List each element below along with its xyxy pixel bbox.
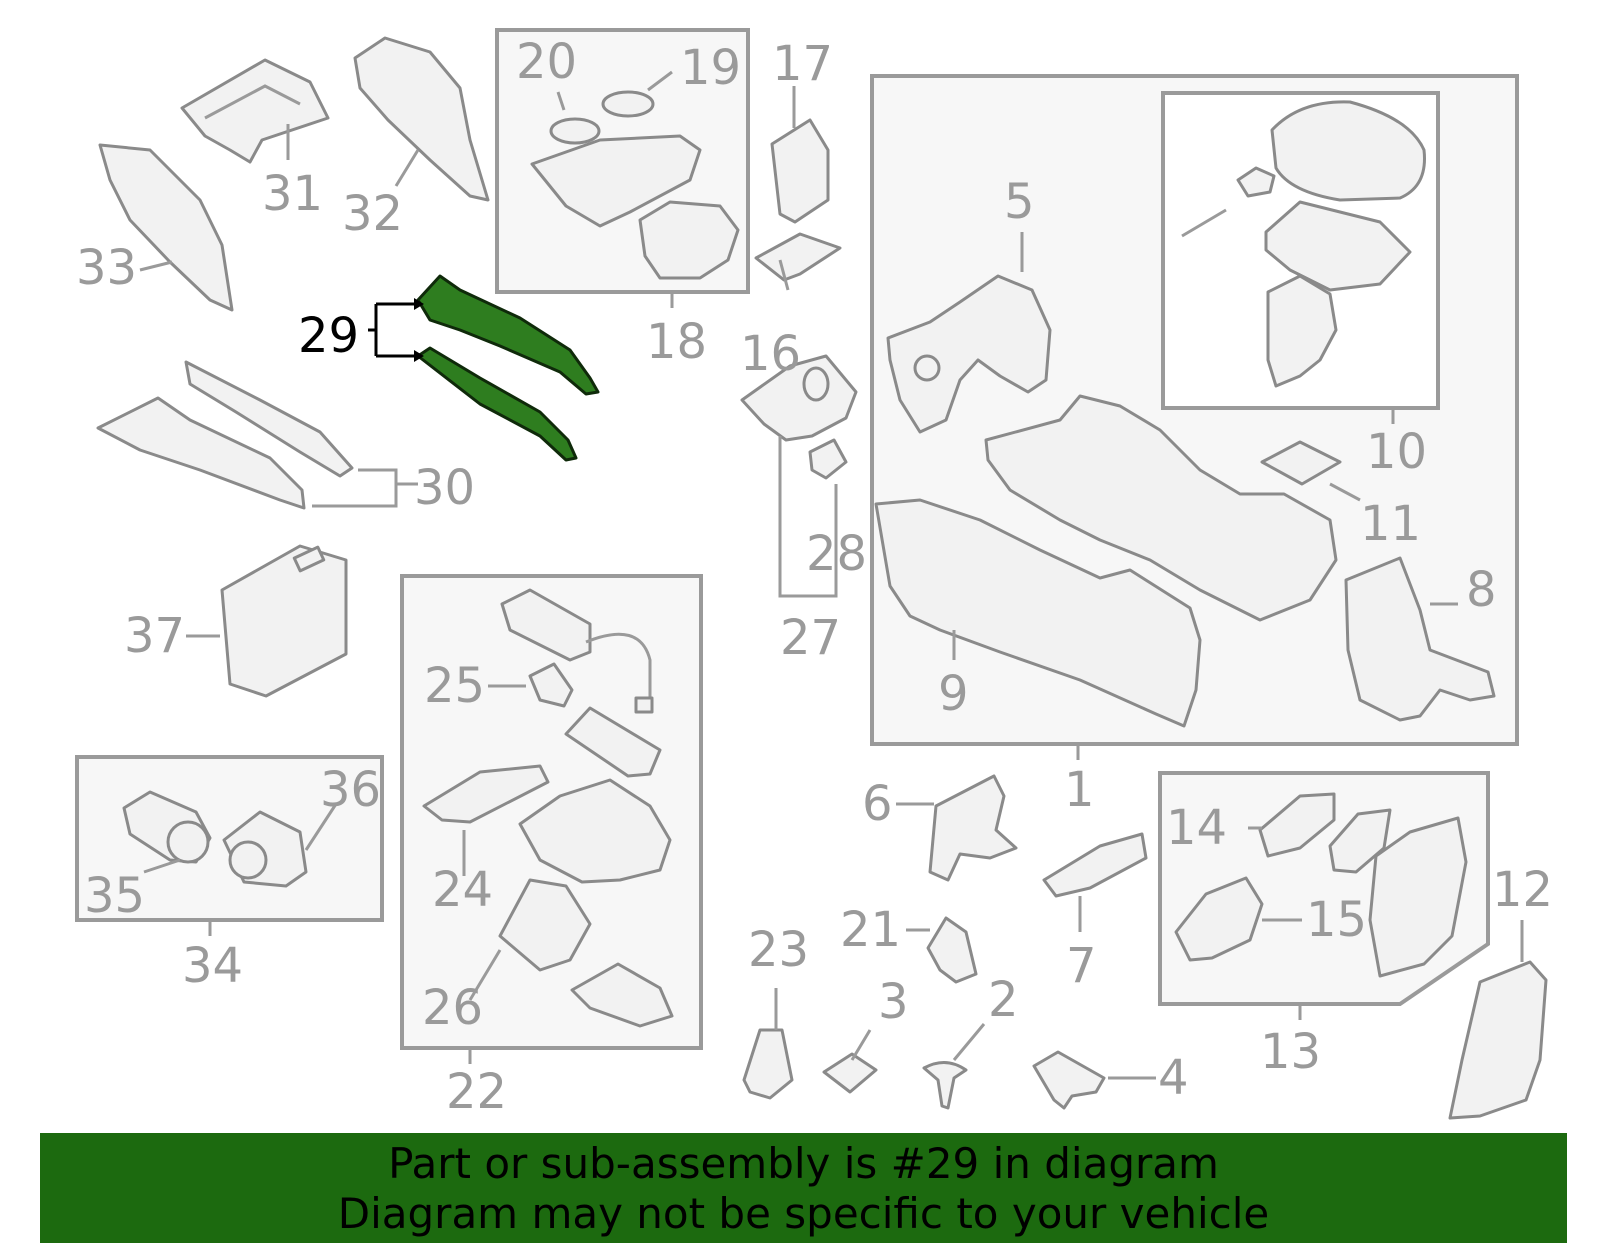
part-18-tray — [530, 134, 702, 228]
part-29-lower — [416, 346, 578, 462]
part-22-tray — [570, 962, 674, 1028]
callout-15: 15 — [1306, 892, 1367, 948]
banner-line-1: Part or sub-assembly is #29 in diagram — [388, 1139, 1219, 1188]
callout-25: 25 — [424, 658, 485, 714]
part-22-switch — [500, 588, 592, 662]
part-30a — [184, 360, 354, 478]
callout-4: 4 — [1158, 1050, 1189, 1106]
callout-19: 19 — [680, 40, 741, 96]
callout-17: 17 — [772, 36, 833, 92]
part-12 — [1448, 960, 1548, 1120]
part-17 — [770, 118, 830, 224]
callout-37: 37 — [124, 608, 185, 664]
part-25 — [528, 662, 574, 708]
part-32 — [353, 36, 490, 202]
leader-29 — [368, 302, 414, 358]
callout-32: 32 — [342, 186, 403, 242]
part-15 — [1174, 876, 1264, 962]
callout-11: 11 — [1360, 496, 1421, 552]
callout-10: 10 — [1366, 424, 1427, 480]
part-24 — [422, 764, 550, 824]
part-30b — [96, 396, 306, 510]
callout-13: 13 — [1260, 1024, 1321, 1080]
part-7 — [1042, 832, 1148, 898]
info-banner: Part or sub-assembly is #29 in diagram D… — [40, 1133, 1567, 1243]
callout-27: 27 — [780, 610, 841, 666]
callout-3: 3 — [878, 974, 909, 1030]
callout-28: 28 — [806, 526, 867, 582]
part-29-upper — [416, 274, 600, 396]
part-10-latch — [1236, 166, 1276, 198]
callout-14: 14 — [1166, 800, 1227, 856]
part-11 — [1260, 440, 1342, 486]
part-13-panel — [1368, 816, 1468, 978]
part-14 — [1258, 792, 1336, 858]
callout-8: 8 — [1466, 562, 1497, 618]
part-13-bezel — [1328, 808, 1392, 874]
callout-23: 23 — [748, 922, 809, 978]
part-21 — [926, 916, 978, 984]
part-31 — [180, 58, 330, 164]
callout-12: 12 — [1492, 862, 1553, 918]
banner-line-2: Diagram may not be specific to your vehi… — [337, 1189, 1270, 1238]
part-23 — [742, 1028, 794, 1100]
part-8 — [1344, 556, 1496, 722]
callout-1: 1 — [1064, 762, 1095, 818]
callout-26: 26 — [422, 980, 483, 1036]
part-6 — [928, 774, 1018, 882]
callout-29: 29 — [298, 308, 359, 364]
leader-lines — [139, 70, 1524, 1080]
callout-16: 16 — [740, 326, 801, 382]
part-20 — [549, 117, 601, 145]
part-10-base — [1264, 200, 1412, 292]
part-19 — [601, 90, 655, 118]
part-9 — [874, 498, 1202, 728]
callout-6: 6 — [862, 776, 893, 832]
callout-7: 7 — [1066, 938, 1097, 994]
callout-22: 22 — [446, 1064, 507, 1120]
part-10-lid — [1270, 100, 1426, 202]
callout-20: 20 — [516, 34, 577, 90]
callout-9: 9 — [938, 666, 969, 722]
callout-30: 30 — [414, 460, 475, 516]
callout-35: 35 — [84, 868, 145, 924]
part-22-bezel — [564, 706, 662, 778]
part-33 — [98, 143, 234, 312]
part-10-hinge — [1266, 274, 1338, 388]
part-1-frame — [984, 394, 1338, 622]
callout-2: 2 — [988, 972, 1019, 1028]
callout-36: 36 — [320, 762, 381, 818]
callout-33: 33 — [76, 240, 137, 296]
callout-18: 18 — [646, 314, 707, 370]
callout-31: 31 — [262, 166, 323, 222]
part-4 — [1032, 1050, 1106, 1110]
part-5 — [886, 274, 1052, 434]
part-18-holder — [638, 200, 740, 280]
part-16 — [754, 232, 842, 282]
callout-34: 34 — [182, 938, 243, 994]
part-28 — [808, 438, 848, 480]
part-26 — [498, 878, 592, 972]
part-37 — [220, 544, 348, 698]
callout-24: 24 — [432, 862, 493, 918]
part-3 — [822, 1052, 878, 1094]
part-27-knob — [802, 366, 830, 402]
callout-21: 21 — [840, 902, 901, 958]
part-22-base — [518, 778, 672, 884]
callout-5: 5 — [1004, 174, 1035, 230]
part-2 — [922, 1061, 968, 1110]
